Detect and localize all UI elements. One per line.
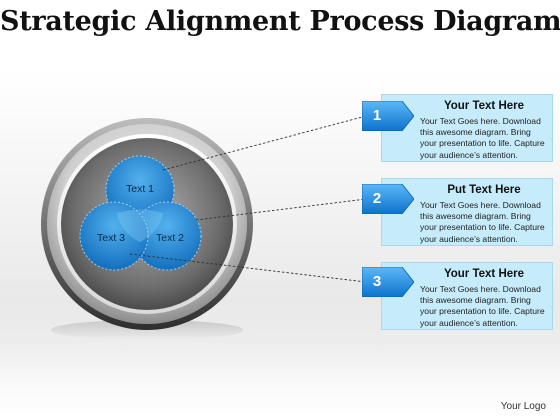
venn-circle-3 — [79, 201, 149, 271]
step-body-3: Your Text Goes here. Download this aweso… — [420, 284, 545, 328]
venn-label-1: Text 1 — [126, 183, 154, 195]
step-heading-2: Put Text Here — [447, 184, 521, 196]
step-heading-1: Your Text Here — [443, 100, 525, 112]
step-number-badge-3: 3 — [361, 266, 415, 298]
venn-overlap — [117, 209, 163, 242]
connector-line-3 — [129, 253, 367, 283]
venn-label-3: Text 3 — [97, 232, 125, 244]
page-title: Strategic Alignment Process Diagram — [0, 6, 560, 37]
arrow-tab-icon — [361, 100, 415, 132]
step-box-2: Put Text Here Your Text Goes here. Downl… — [381, 178, 553, 246]
arrow-tab-icon — [361, 266, 415, 298]
step-number-1: 1 — [372, 107, 382, 124]
venn-label-2: Text 2 — [156, 232, 184, 244]
step-body-1: Your Text Goes here. Download this aweso… — [420, 116, 545, 160]
step-number-badge-1: 1 — [361, 100, 415, 132]
logo-text: Your Logo — [500, 401, 546, 412]
connector-line-1 — [162, 115, 367, 171]
step-box-3: Your Text Here Your Text Goes here. Down… — [381, 262, 553, 330]
arrow-tab-icon — [361, 183, 415, 215]
connector-line-2 — [195, 198, 367, 221]
step-number-3: 3 — [372, 273, 382, 290]
step-box-1: Your Text Here Your Text Goes here. Down… — [381, 94, 553, 162]
step-heading-3: Your Text Here — [443, 268, 525, 280]
step-body-2: Your Text Goes here. Download this aweso… — [420, 200, 545, 244]
step-number-badge-2: 2 — [361, 183, 415, 215]
venn-circle-2 — [132, 201, 202, 271]
step-number-2: 2 — [372, 190, 382, 207]
